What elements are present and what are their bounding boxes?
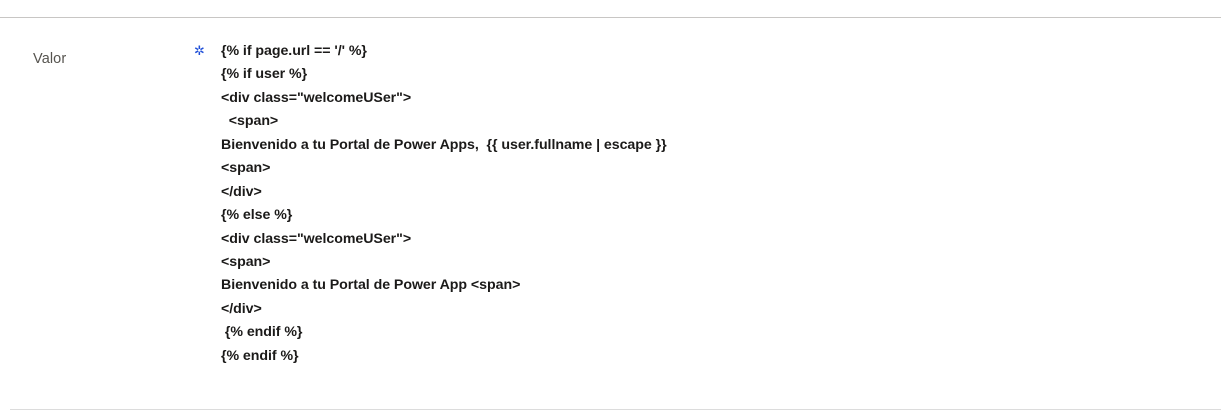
code-line: </div> [221,183,262,200]
code-line: <span> [221,253,271,270]
required-asterisk-icon: ✲ [194,44,205,59]
code-line: <div class="welcomeUSer"> [221,230,412,247]
divider-top [0,17,1221,18]
code-line: Bienvenido a tu Portal de Power Apps, {{… [221,136,667,153]
code-line: {% endif %} [221,324,303,341]
code-line: <span> [221,113,279,130]
code-line: {% if user %} [221,66,308,83]
value-code-block[interactable]: {% if page.url == '/' %} {% if user %} <… [221,40,1201,368]
divider-bottom [10,409,1221,410]
code-line: {% else %} [221,207,293,224]
code-line: <span> [221,160,271,177]
value-field-row: Valor ✲ {% if page.url == '/' %} {% if u… [0,18,1223,409]
code-line: Bienvenido a tu Portal de Power App <spa… [221,277,521,294]
code-line: {% endif %} [221,347,299,364]
code-line: </div> [221,300,262,317]
code-line: <div class="welcomeUSer"> [221,89,412,106]
field-label-valor: Valor [33,51,67,67]
code-line: {% if page.url == '/' %} [221,43,367,59]
